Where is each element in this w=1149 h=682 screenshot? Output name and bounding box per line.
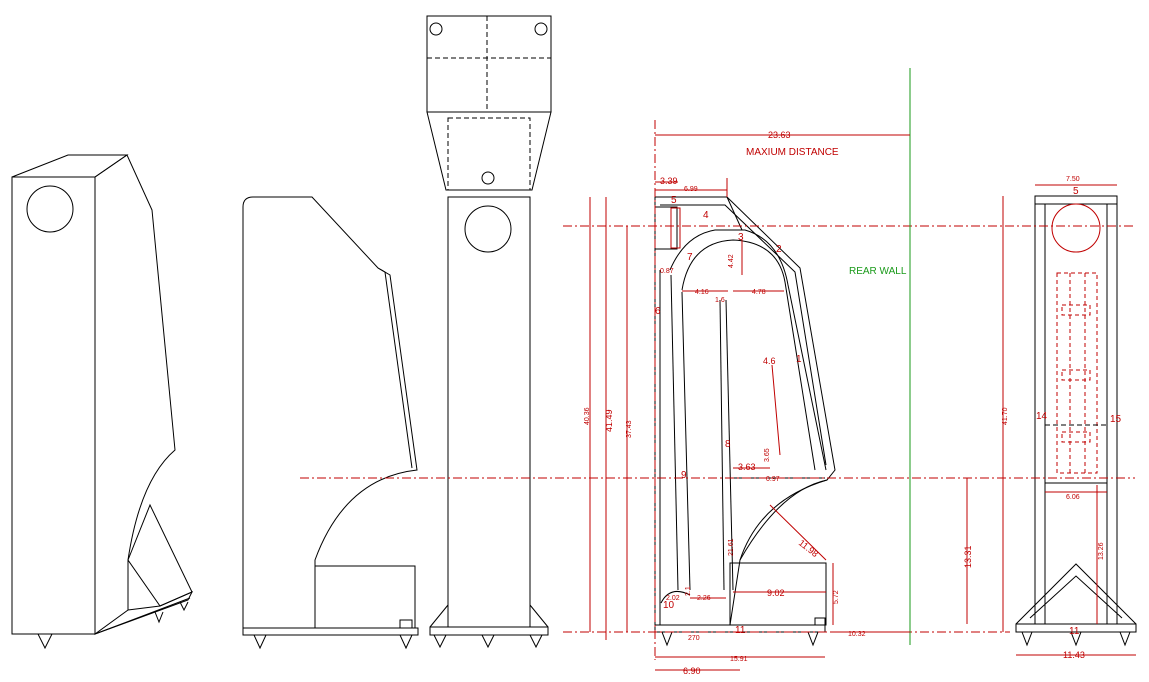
woofer-icon xyxy=(26,185,74,233)
dim-bottom-total: 15.91 xyxy=(730,656,748,663)
part-6: 6 xyxy=(655,306,661,317)
dim-inner-left: 4.16 xyxy=(695,289,709,296)
part-8: 8 xyxy=(725,439,731,450)
dim-top-span: 23.63 xyxy=(768,130,791,140)
dim-offset-363: 3.63 xyxy=(738,462,756,472)
dim-087: 0.87 xyxy=(660,268,674,275)
dim-height-right: 41.70 xyxy=(1002,407,1009,425)
dim-top-left: 3.39 xyxy=(660,176,678,186)
part-9: 9 xyxy=(681,470,687,481)
dim-270: 270 xyxy=(688,635,700,642)
rear-wall-label: REAR WALL xyxy=(849,266,907,277)
part-15: 15 xyxy=(1110,414,1122,425)
woofer-icon xyxy=(1051,203,1101,253)
dim-inner-right: 4.78 xyxy=(752,289,766,296)
dim-bottom-left: 6.90 xyxy=(683,666,701,676)
front-elevation-view xyxy=(426,15,552,649)
dim-height-41: 41.49 xyxy=(604,409,614,432)
dim-rear-gap: 10.32 xyxy=(848,631,866,638)
dim-097: 0.97 xyxy=(766,476,780,483)
part-4: 4 xyxy=(703,210,709,221)
dim-height-40: 40.36 xyxy=(584,407,591,425)
dim-226: 2.26 xyxy=(697,595,711,602)
dim-202: 2.02 xyxy=(666,595,680,602)
dim-curve-radius: 11.98 xyxy=(797,538,820,559)
part-3: 3 xyxy=(738,232,744,243)
maximum-distance-label: MAXIUM DISTANCE xyxy=(746,147,839,158)
cross-section-view xyxy=(654,196,836,647)
dim-floor-to-axis: 13.31 xyxy=(963,545,973,568)
part-7: 7 xyxy=(687,252,693,263)
dim-top-inner: 6.99 xyxy=(684,186,698,193)
rear-internal-view xyxy=(1015,195,1137,647)
part-2: 2 xyxy=(776,244,782,255)
woofer-icon xyxy=(464,205,512,253)
part-1: 1 xyxy=(796,354,802,365)
dim-front-mid-width: 6.06 xyxy=(1066,494,1080,501)
part-5: 5 xyxy=(671,195,677,206)
side-profile-view xyxy=(242,196,419,650)
part-14: 14 xyxy=(1036,411,1048,422)
dim-front-width: 7.50 xyxy=(1066,176,1080,183)
dim-box-height: 5.72 xyxy=(833,590,840,604)
reference-lines xyxy=(300,68,1135,660)
dim-height-37: 37.43 xyxy=(626,420,633,438)
dim-21: 21.61 xyxy=(728,538,735,556)
annotations: 23.63 MAXIUM DISTANCE REAR WALL 3.39 6.9… xyxy=(584,130,1122,676)
dim-front-lower: 13.26 xyxy=(1098,542,1105,560)
dim-top-chamber: 4.42 xyxy=(728,254,735,268)
part-10: 10 xyxy=(663,600,675,611)
dim-2-1: 2.1 xyxy=(685,586,692,596)
dimension-lines xyxy=(589,134,1136,671)
dim-16: 1.6 xyxy=(715,297,725,304)
dim-box-width: 9.02 xyxy=(767,588,785,598)
dim-front-base-width: 11.43 xyxy=(1063,650,1085,660)
perspective-view xyxy=(11,154,194,650)
dim-365: 3.65 xyxy=(764,448,771,462)
front-part-11: 11 xyxy=(1069,626,1080,637)
dim-46: 4.6 xyxy=(763,356,776,366)
part-11: 11 xyxy=(735,625,746,636)
front-part-5: 5 xyxy=(1073,186,1079,197)
